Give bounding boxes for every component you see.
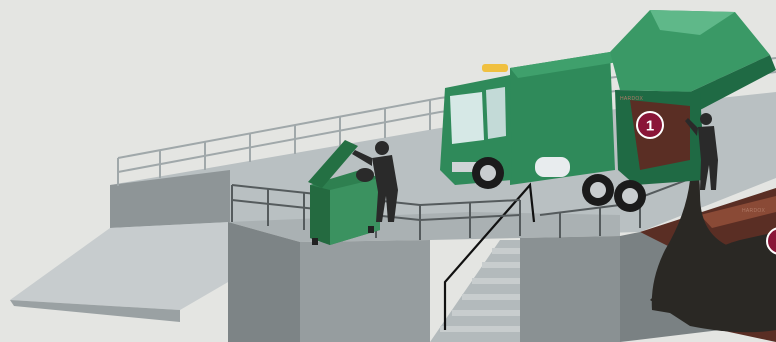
stair-side-wall [520,236,620,342]
upper-platform-edge [110,170,230,228]
pit-brand-label: HARDOX [742,208,766,214]
stairs [430,240,520,342]
marker-1-label: 1 [646,118,654,135]
lower-platform-front-wall [300,240,430,342]
lower-platform-left-wall [228,222,300,342]
marker-1: 1 [637,112,663,138]
truck-brand-label: HARDOX [620,96,644,102]
